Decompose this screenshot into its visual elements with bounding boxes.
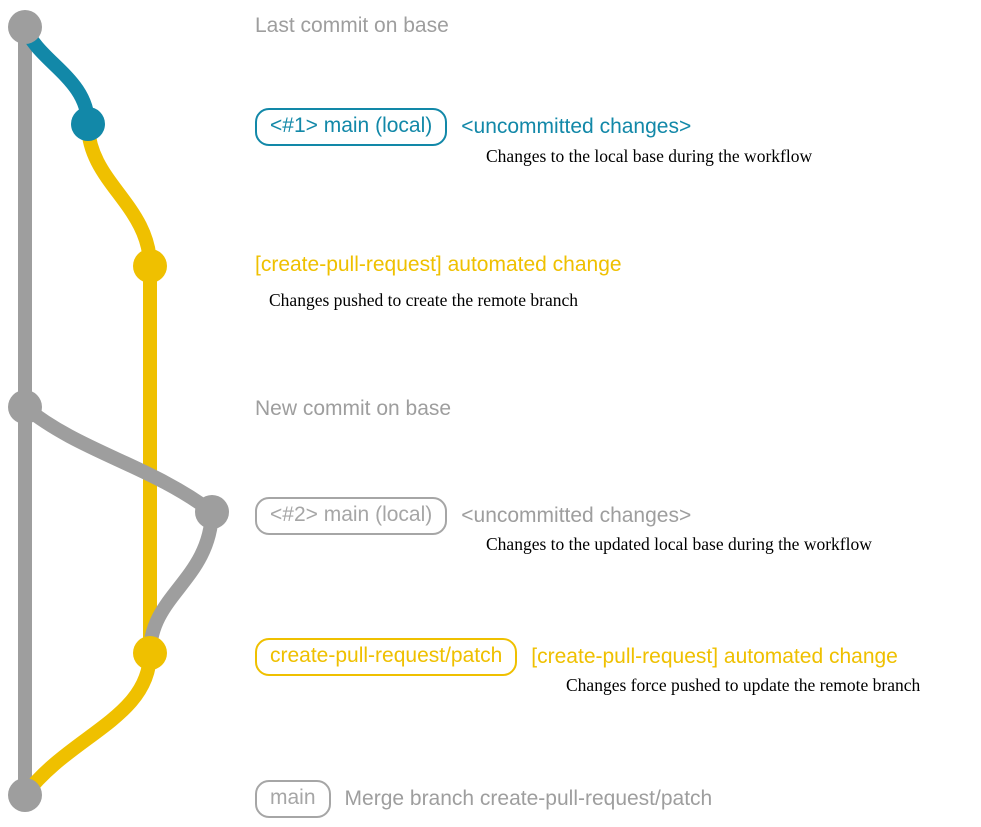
commit-subject: New commit on base (255, 397, 452, 420)
commit-description: Changes to the local base during the wor… (486, 146, 813, 166)
graph-entry-remote-force-push: create-pull-request/patch [create-pull-r… (255, 638, 898, 676)
graph-entry-merge-into-base: main Merge branch create-pull-request/pa… (255, 780, 712, 818)
commit-description: Changes force pushed to update the remot… (566, 675, 921, 695)
branch-badge-create-pull-request-patch[interactable]: create-pull-request/patch (255, 638, 518, 676)
commit-subject: <uncommitted changes> (461, 115, 692, 138)
graph-entry-local-uncommitted-1: <#1> main (local) <uncommitted changes> (255, 108, 691, 146)
commit-subject: <uncommitted changes> (461, 504, 692, 527)
branch-badge-main[interactable]: main (255, 780, 331, 818)
commit-subject: Last commit on base (255, 14, 449, 37)
edge-local-1-to-remote-create (81, 117, 157, 273)
commit-node-base-head[interactable] (8, 10, 42, 44)
commit-node-base-merge[interactable] (8, 778, 42, 812)
commit-subject: Merge branch create-pull-request/patch (344, 787, 713, 810)
edge-base-new-to-local-2 (18, 400, 219, 519)
graph-entry-last-commit-on-base: Last commit on base (255, 14, 449, 38)
commit-description: Changes pushed to create the remote bran… (269, 290, 579, 310)
graph-entry-local-uncommitted-2: <#2> main (local) <uncommitted changes> (255, 497, 691, 535)
commit-node-remote-force[interactable] (133, 636, 167, 670)
commit-node-layer (8, 10, 229, 812)
branch-badge-local-2[interactable]: <#2> main (local) (255, 497, 448, 535)
commit-description: Changes to the updated local base during… (486, 534, 872, 554)
commit-node-local-1[interactable] (71, 107, 105, 141)
graph-entry-remote-create-branch: [create-pull-request] automated change (255, 253, 622, 277)
edge-local-2-to-remote-force (143, 505, 219, 660)
branch-badge-local-1[interactable]: <#1> main (local) (255, 108, 448, 146)
edge-base-to-local-1 (18, 20, 95, 131)
edge-remote-force-to-merge (18, 646, 157, 802)
commit-subject: [create-pull-request] automated change (255, 253, 622, 276)
commit-node-remote-create[interactable] (133, 249, 167, 283)
graph-entry-new-commit-on-base: New commit on base (255, 397, 451, 421)
commit-subject: [create-pull-request] automated change (531, 645, 898, 668)
commit-node-base-new[interactable] (8, 390, 42, 424)
commit-node-local-2[interactable] (195, 495, 229, 529)
